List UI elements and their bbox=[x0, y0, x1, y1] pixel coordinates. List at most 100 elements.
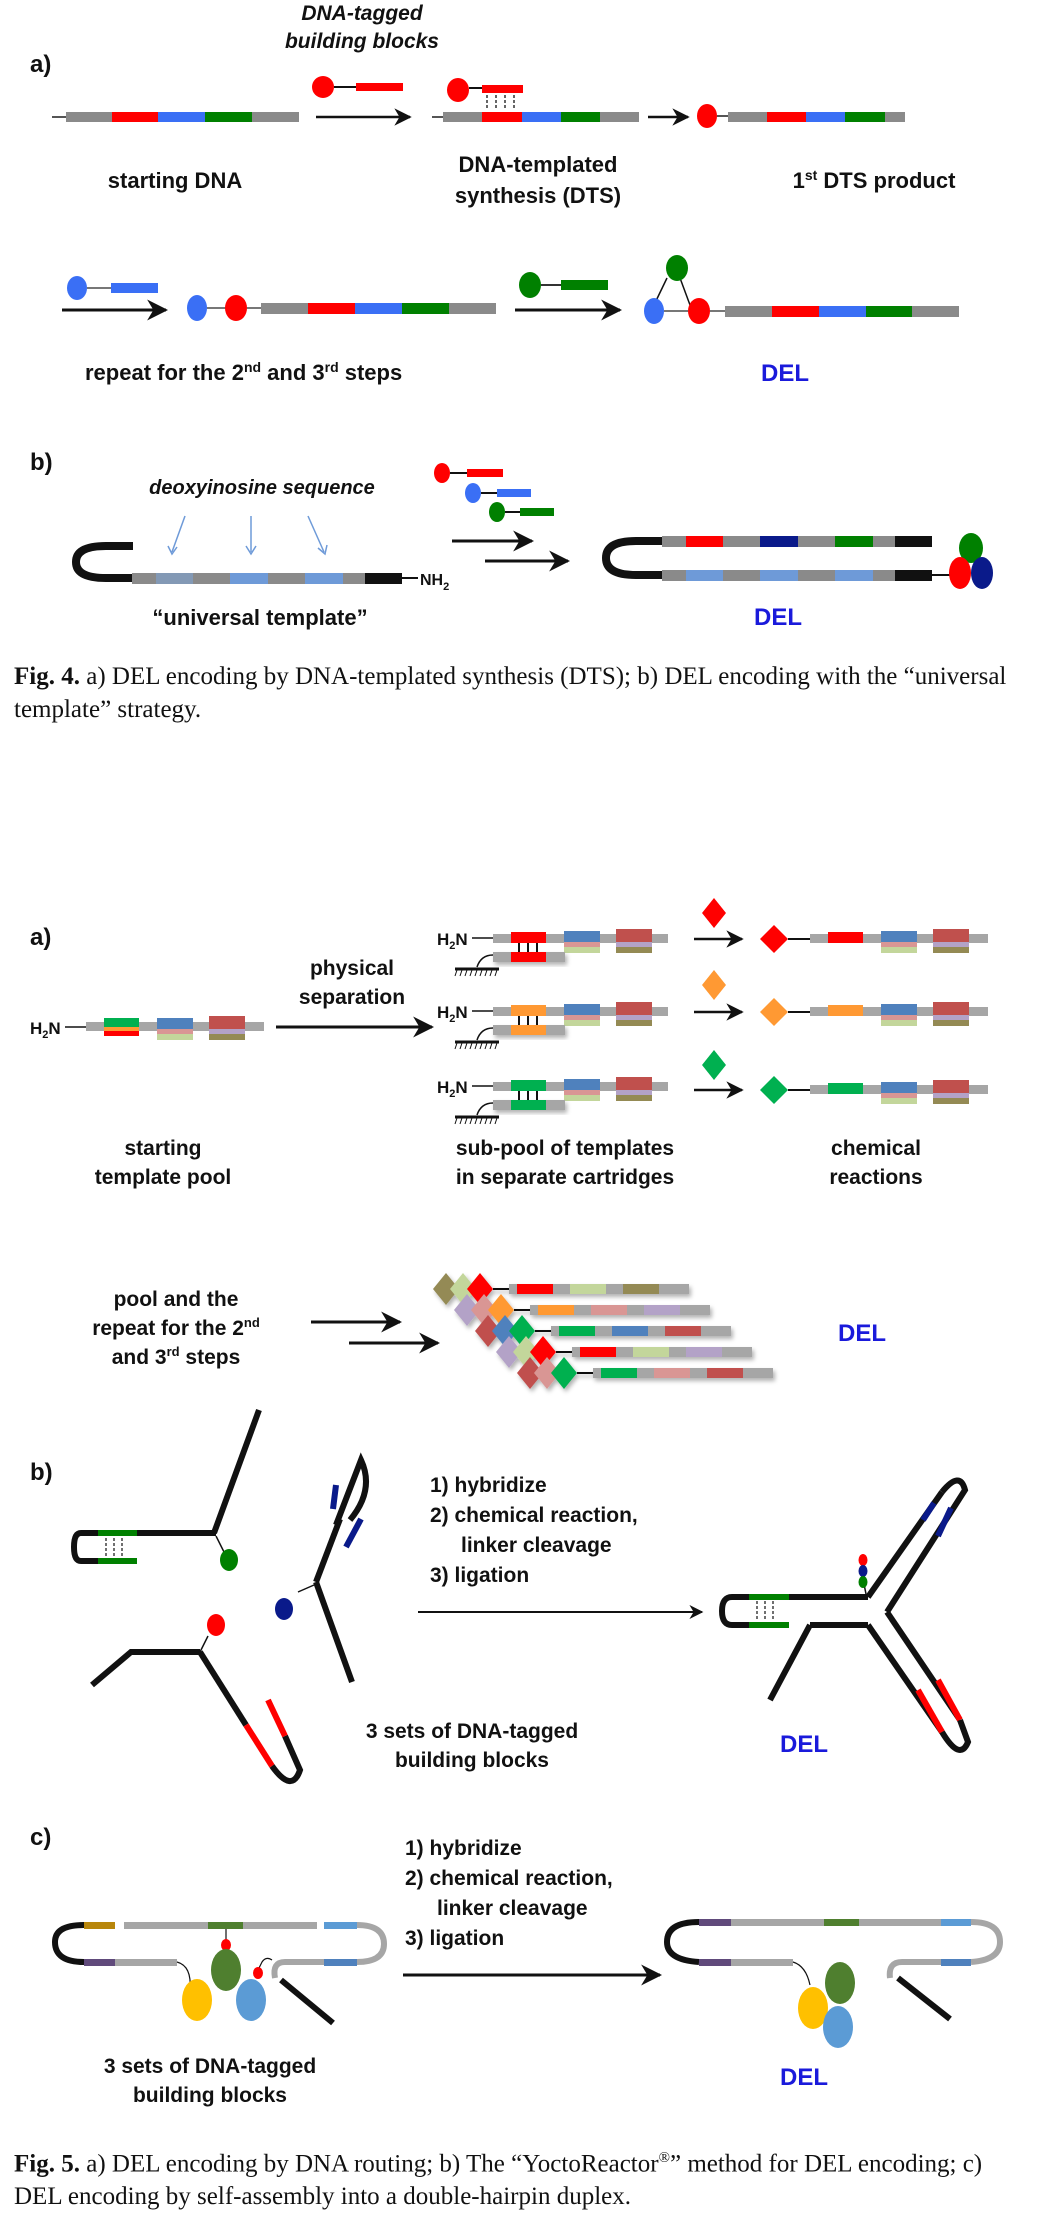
reaction-red bbox=[694, 898, 988, 953]
red-building-block bbox=[312, 76, 403, 98]
fig4-caption-text: a) DEL encoding by DNA-templated synthes… bbox=[14, 663, 1007, 723]
pool-label-1: pool and the bbox=[114, 1288, 239, 1311]
del-label-fig4a: DEL bbox=[761, 360, 809, 387]
starting-pool-label-1: starting bbox=[124, 1137, 201, 1160]
fig4-panel-a-label: a) bbox=[30, 51, 51, 78]
pool-diamond bbox=[492, 1315, 518, 1347]
pool-code-block bbox=[601, 1368, 637, 1378]
hairpin-sets-label-1: 3 sets of DNA-tagged bbox=[104, 2055, 316, 2078]
cartridge-orange: H2N bbox=[437, 1002, 668, 1051]
blue-building-block bbox=[67, 276, 158, 300]
pool-diamond bbox=[450, 1273, 476, 1305]
pool-code-block bbox=[633, 1347, 669, 1357]
pool-diamond bbox=[433, 1273, 459, 1305]
reagent-title-2: building blocks bbox=[285, 30, 439, 53]
pool-diamond bbox=[475, 1315, 501, 1347]
pool-diamond bbox=[467, 1273, 493, 1305]
yocto-bb-green bbox=[70, 1408, 262, 1571]
fig4-caption: Fig. 4. a) DEL encoding by DNA-templated… bbox=[14, 660, 1030, 726]
pool-diamond bbox=[471, 1294, 497, 1326]
subpool-label-2: in separate cartridges bbox=[456, 1166, 674, 1189]
pool-diamond bbox=[509, 1315, 535, 1347]
yocto-del-product bbox=[718, 1477, 972, 1753]
fig5-panel-c-label: c) bbox=[30, 1824, 51, 1851]
pool-diamond bbox=[551, 1357, 577, 1389]
cartridge-red: H2N bbox=[437, 929, 668, 978]
dts-complex bbox=[432, 78, 639, 122]
cartridge-green: H2N bbox=[437, 1077, 668, 1126]
hairpin-step-2: 2) chemical reaction, bbox=[405, 1867, 613, 1890]
h2n-start: H2N bbox=[30, 1019, 61, 1041]
physical-label: physical bbox=[310, 957, 394, 980]
pool-code-block bbox=[654, 1368, 690, 1378]
deoxyinosine-label: deoxyinosine sequence bbox=[149, 477, 375, 499]
reaction-green bbox=[694, 1050, 988, 1104]
pool-code-block bbox=[707, 1368, 743, 1378]
pool-code-block bbox=[538, 1305, 574, 1315]
yocto-step-1: 1) hybridize bbox=[430, 1474, 547, 1497]
hairpin-step-3: 3) ligation bbox=[405, 1927, 504, 1950]
hairpin-del-product bbox=[663, 1919, 1004, 2048]
del-label-fig5b: DEL bbox=[780, 1731, 828, 1758]
fig5-caption-label: Fig. 5. bbox=[14, 2150, 80, 2178]
registered-mark: ® bbox=[658, 2150, 670, 2166]
pool-code-block bbox=[644, 1305, 680, 1315]
hairpin-step-2b: linker cleavage bbox=[437, 1897, 588, 1920]
pool-diamond bbox=[534, 1357, 560, 1389]
fig5-panel-b-label: b) bbox=[30, 1459, 53, 1486]
starting-dna-strand bbox=[52, 112, 299, 122]
del-product-fig4a bbox=[644, 255, 959, 324]
svg-text:H2N: H2N bbox=[437, 1078, 468, 1100]
universal-template-label: “universal template” bbox=[152, 605, 367, 630]
pool-diamond bbox=[530, 1336, 556, 1368]
starting-pool-label-2: template pool bbox=[95, 1166, 232, 1189]
second-step-product bbox=[187, 295, 496, 321]
fig5-caption: Fig. 5. a) DEL encoding by DNA routing; … bbox=[14, 2142, 1030, 2213]
pool-code-block bbox=[580, 1347, 616, 1357]
pool-code-block bbox=[591, 1305, 627, 1315]
del-label-fig4b: DEL bbox=[754, 604, 802, 631]
fig4-panel-b-label: b) bbox=[30, 449, 53, 476]
del-label-fig5c: DEL bbox=[780, 2064, 828, 2091]
pool-label-2: repeat for the 2nd bbox=[92, 1315, 260, 1340]
green-building-block bbox=[519, 272, 608, 298]
fig5-diagram: a) H2N physical separation H2N H2N H2N bbox=[30, 898, 1004, 2107]
yocto-bb-red bbox=[90, 1614, 304, 1784]
fig5-caption-text-b: ” method for DEL encoding; c) DEL encodi… bbox=[14, 2150, 983, 2211]
pool-diamond bbox=[488, 1294, 514, 1326]
fig4-diagram: a) DNA-tagged building blocks bbox=[30, 2, 993, 631]
starting-dna-label: starting DNA bbox=[108, 168, 243, 193]
pool-code-block bbox=[570, 1284, 606, 1294]
separation-label: separation bbox=[299, 986, 405, 1009]
fig5-caption-text-a: a) DEL encoding by DNA routing; b) The “… bbox=[79, 2150, 659, 2178]
reagent-title: DNA-tagged bbox=[301, 2, 423, 25]
starting-template bbox=[65, 1016, 264, 1040]
pool-label-3: and 3rd steps bbox=[112, 1344, 241, 1369]
svg-text:H2N: H2N bbox=[437, 930, 468, 952]
nh2-label: NH2 bbox=[420, 572, 449, 593]
pool-code-block bbox=[686, 1347, 722, 1357]
pool-code-block bbox=[517, 1284, 553, 1294]
yocto-bb-blue bbox=[275, 1452, 369, 1684]
repeat-steps-label: repeat for the 2nd and 3rd steps bbox=[85, 359, 402, 385]
reaction-orange bbox=[694, 970, 988, 1026]
yocto-step-2: 2) chemical reaction, bbox=[430, 1504, 638, 1527]
dts-label-2: synthesis (DTS) bbox=[455, 183, 621, 208]
pool-code-block bbox=[665, 1326, 701, 1336]
fig5-panel-a-label: a) bbox=[30, 924, 51, 951]
del-product-fig4b bbox=[601, 533, 993, 589]
building-block-set bbox=[434, 463, 554, 522]
chem-reactions-label-1: chemical bbox=[831, 1137, 921, 1160]
fig4-caption-label: Fig. 4. bbox=[14, 663, 80, 690]
svg-text:H2N: H2N bbox=[437, 1003, 468, 1025]
pool-diamond bbox=[517, 1357, 543, 1389]
pool-diamond bbox=[454, 1294, 480, 1326]
del-label-fig5a: DEL bbox=[838, 1320, 886, 1347]
yocto-sets-label-1: 3 sets of DNA-tagged bbox=[366, 1720, 578, 1743]
hairpin-bb-set bbox=[51, 1922, 388, 2026]
first-dts-product bbox=[697, 104, 905, 128]
subpool-label-1: sub-pool of templates bbox=[456, 1137, 674, 1160]
pool-code-block bbox=[559, 1326, 595, 1336]
yocto-step-2b: linker cleavage bbox=[461, 1534, 612, 1557]
pool-code-block bbox=[623, 1284, 659, 1294]
